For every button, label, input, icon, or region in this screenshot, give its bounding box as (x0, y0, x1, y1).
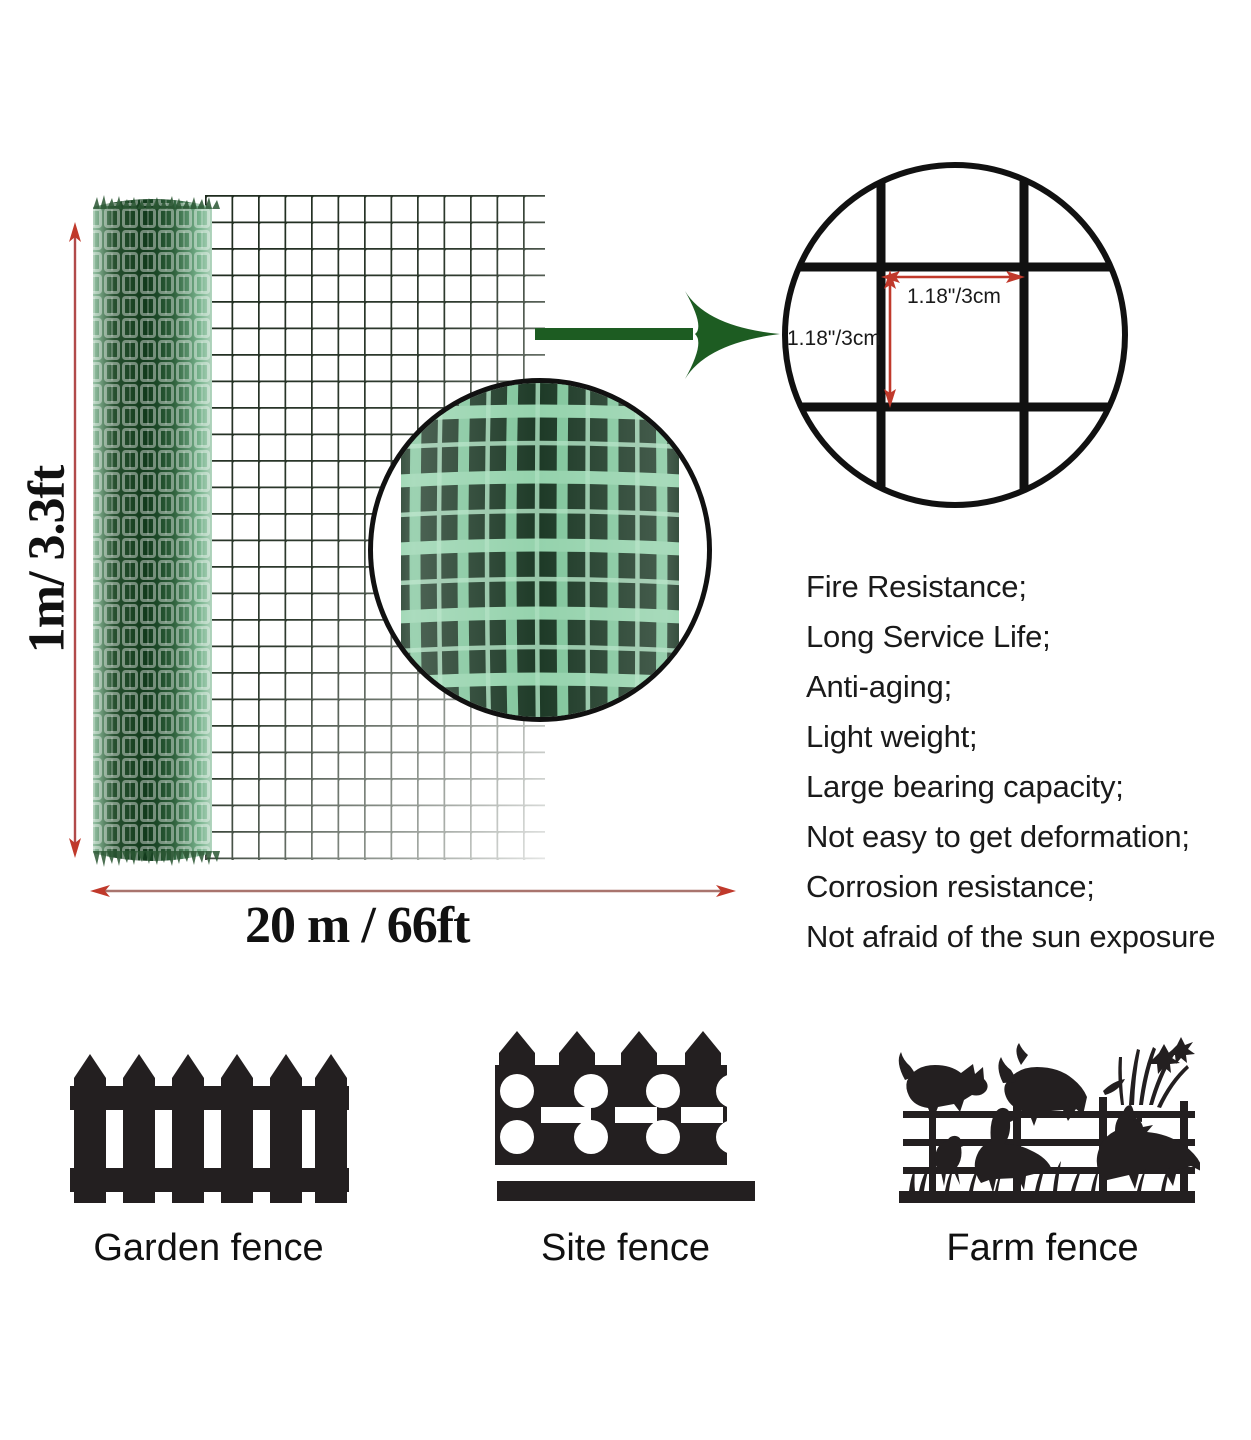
usecase-label: Farm fence (946, 1227, 1139, 1269)
usecase-label: Site fence (541, 1227, 710, 1269)
features-list: Fire Resistance; Long Service Life; Anti… (806, 562, 1251, 962)
mesh-closeup-circle (368, 378, 712, 722)
picket-fence-icon (70, 1054, 349, 1203)
vertical-measure-arrow (884, 270, 896, 408)
feature-item: Fire Resistance; (806, 569, 1027, 604)
mesh-measurement-diagram: 1.18"/3cm 1.18"/3cm (782, 162, 1128, 508)
usecase-label: Garden fence (93, 1227, 324, 1269)
usecase-art (885, 1020, 1200, 1205)
feature-item: Large bearing capacity; (806, 769, 1124, 804)
feature-item: Light weight; (806, 719, 978, 754)
height-dimension-label: 1m/ 3.3ft (18, 465, 76, 654)
usecase-garden-fence: Garden fence (0, 1020, 417, 1350)
farm-fence-animals-icon (898, 1037, 1200, 1203)
width-dimension-arrow (90, 885, 736, 897)
height-dimension-arrow (69, 222, 81, 858)
product-overview-section: 1m/ 3.3ft 20 m / 66ft (18, 162, 1251, 962)
usecase-art (493, 1020, 758, 1205)
width-dimension-label: 20 m / 66ft (245, 897, 470, 954)
site-barrier-fence-icon (493, 1025, 758, 1201)
usecase-art (66, 1020, 351, 1205)
mesh-roll-image (93, 195, 220, 867)
mesh-height-label: 1.18"/3cm (787, 327, 881, 350)
feature-item: Corrosion resistance; (806, 869, 1095, 904)
mesh-width-label: 1.18"/3cm (907, 285, 1001, 308)
usecase-site-fence: Site fence (417, 1020, 834, 1350)
use-cases-section: Garden fence (0, 1020, 1251, 1350)
feature-item: Not afraid of the sun exposure (806, 919, 1216, 954)
feature-item: Not easy to get deformation; (806, 819, 1190, 854)
feature-item: Anti-aging; (806, 669, 953, 704)
zoom-pointer-arrow-icon (535, 291, 780, 379)
usecase-farm-fence: Farm fence (834, 1020, 1251, 1350)
feature-item: Long Service Life; (806, 619, 1051, 654)
